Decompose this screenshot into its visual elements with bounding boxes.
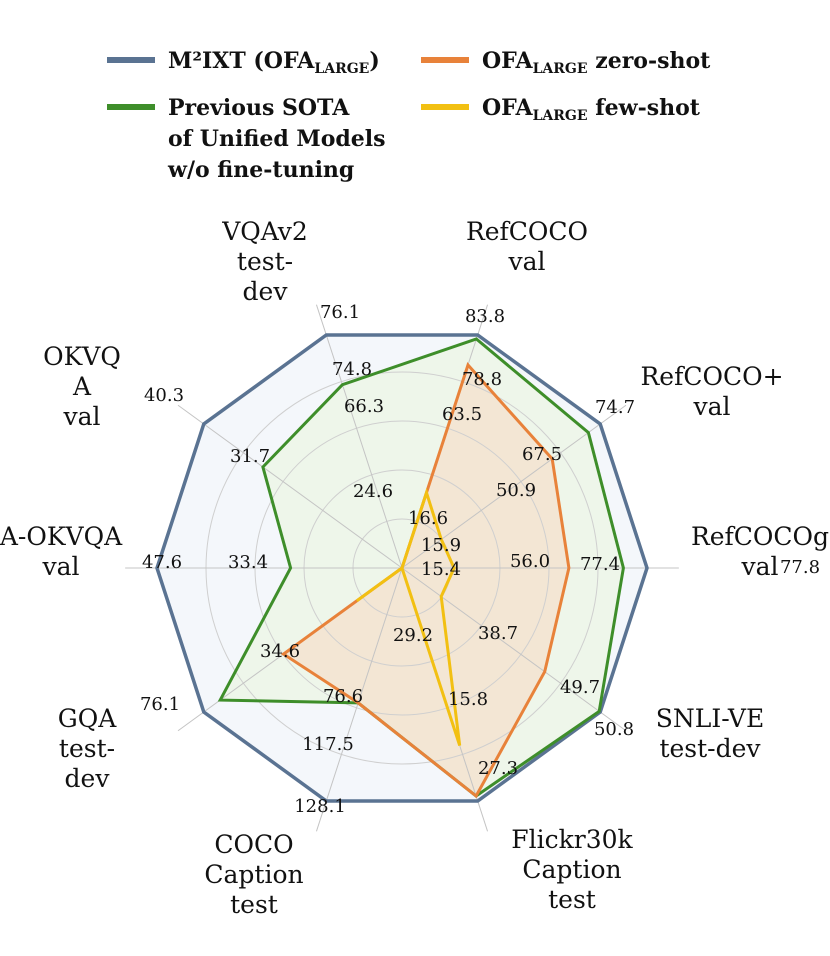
axis-label: A-OKVQA — [0, 522, 123, 551]
series-area — [283, 365, 569, 796]
value-label: 40.3 — [144, 385, 184, 406]
value-label: 76.1 — [140, 694, 180, 715]
value-label: 15.9 — [421, 535, 461, 556]
axis-label: val — [740, 552, 778, 581]
value-label: 31.7 — [230, 446, 270, 467]
value-label: 76.1 — [320, 302, 360, 323]
axis-label: Caption — [204, 860, 303, 889]
axis-label: GQA — [58, 704, 117, 733]
value-label: 29.2 — [393, 625, 433, 646]
value-label: 47.6 — [142, 552, 182, 573]
legend-item: M²IXT (OFALARGE) — [107, 48, 380, 77]
grid-spoke — [315, 567, 403, 832]
axis-label: RefCOCOg — [691, 522, 829, 551]
value-label: 83.8 — [465, 306, 505, 327]
series-line — [155, 333, 649, 803]
value-label: 78.8 — [462, 369, 502, 390]
axis-label: SNLI-VE — [656, 704, 764, 733]
axis-label: val — [41, 552, 79, 581]
axis-label: val — [692, 392, 730, 421]
axis-label: Flickr30k — [511, 825, 633, 854]
legend-label: M²IXT (OFALARGE) — [168, 48, 380, 77]
axis-label: RefCOCO — [466, 217, 588, 246]
axis-label: RefCOCO+ — [640, 362, 783, 391]
legend: M²IXT (OFALARGE) OFALARGE zero-shotPrevio… — [107, 48, 711, 183]
legend-label: OFALARGE zero-shot — [482, 48, 711, 77]
value-label: 50.9 — [496, 480, 536, 501]
value-label: 50.8 — [594, 719, 634, 740]
value-label: 74.8 — [332, 359, 372, 380]
axis-label: A — [72, 372, 92, 401]
axis-label: OKVQ — [43, 342, 121, 371]
axis-label: dev — [243, 277, 289, 306]
value-label: 56.0 — [510, 551, 550, 572]
value-label: 66.3 — [344, 396, 384, 417]
grid-spoke — [315, 304, 403, 569]
value-labels: 76.1 74.8 66.3 24.6 83.8 78.8 63.5 16.6 74.7 67.5… — [140, 302, 820, 817]
axis-label: Caption — [522, 855, 621, 884]
axis-label: test- — [237, 247, 293, 276]
legend-label: of Unified Models — [168, 126, 386, 152]
legend-item: Previous SOTA of Unified Models w/o fine-t… — [107, 95, 386, 183]
axis-label: COCO — [214, 830, 293, 859]
value-label: 15.8 — [448, 689, 488, 710]
grid-spoke — [177, 404, 403, 569]
legend-item: OFALARGE zero-shot — [421, 48, 711, 77]
grid — [125, 304, 679, 832]
value-label: 74.7 — [595, 397, 635, 418]
value-label: 49.7 — [560, 677, 600, 698]
axis-label: val — [507, 247, 545, 276]
axis-labels: VQAv2test-devRefCOCOvalRefCOCO+valRefCOC… — [0, 217, 829, 919]
series-line — [355, 487, 462, 746]
value-label: 24.6 — [353, 481, 393, 502]
series-lines — [155, 333, 649, 803]
value-label: 63.5 — [442, 404, 482, 425]
axis-label: test — [548, 885, 596, 914]
value-label: 34.6 — [260, 641, 300, 662]
value-label: 15.4 — [421, 559, 461, 580]
axis-label: val — [62, 402, 100, 431]
value-label: 16.6 — [408, 508, 448, 529]
legend-label: Previous SOTA — [168, 95, 350, 121]
axis-label: VQAv2 — [221, 217, 308, 246]
value-label: 33.4 — [228, 552, 268, 573]
axis-label: test — [230, 890, 278, 919]
value-label: 128.1 — [294, 796, 346, 817]
legend-label: OFALARGE few-shot — [482, 95, 701, 124]
value-label: 77.4 — [580, 554, 620, 575]
axis-label: dev — [65, 764, 111, 793]
grid-spoke — [401, 567, 627, 732]
axis-label: test- — [59, 734, 115, 763]
axis-label: test-dev — [659, 734, 761, 763]
legend-item: OFALARGE few-shot — [421, 95, 701, 124]
value-label: 77.8 — [780, 557, 820, 578]
value-label: 27.3 — [478, 758, 518, 779]
value-label: 117.5 — [302, 734, 354, 755]
value-label: 76.6 — [323, 686, 363, 707]
value-label: 67.5 — [522, 444, 562, 465]
legend-label: w/o fine-tuning — [167, 157, 354, 183]
value-label: 38.7 — [478, 623, 518, 644]
